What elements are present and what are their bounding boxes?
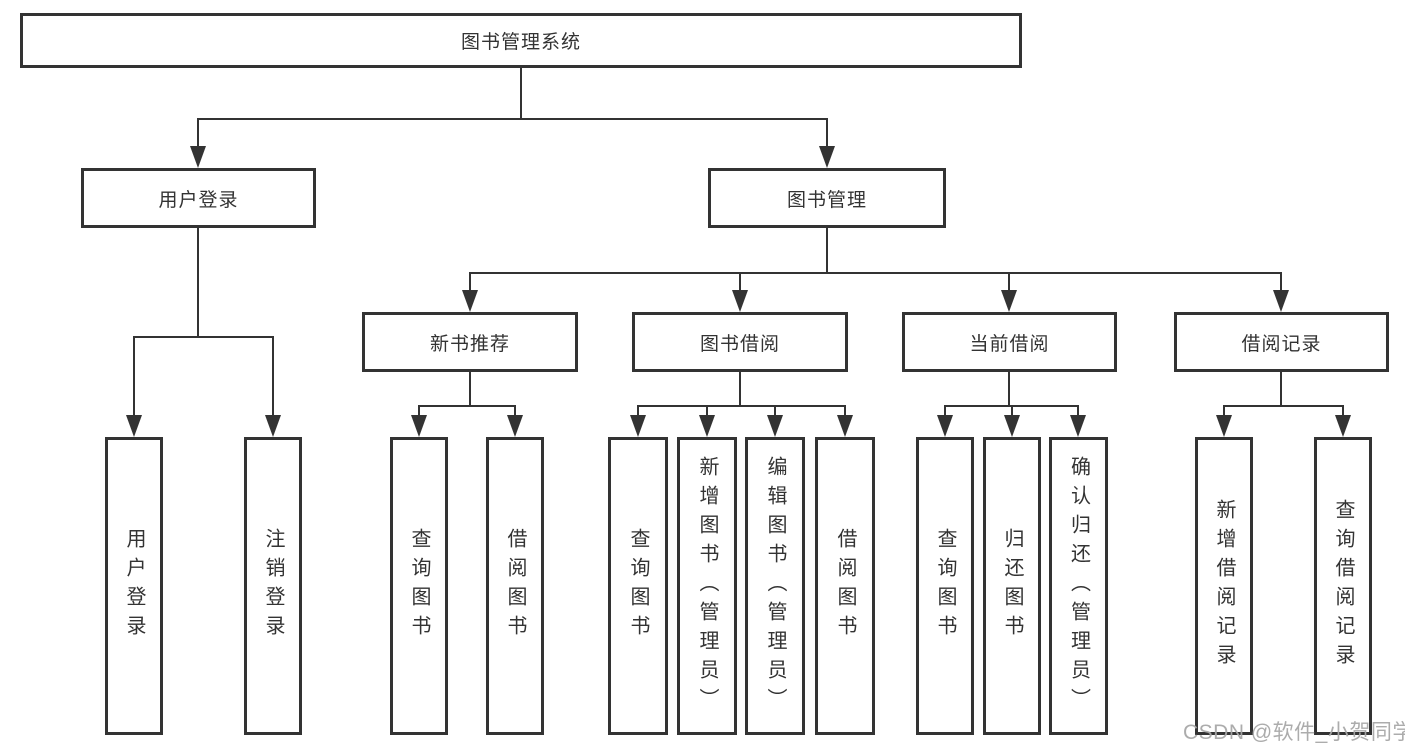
connector-line <box>197 228 199 338</box>
arrowhead-down <box>507 415 523 437</box>
connector-line <box>1008 272 1010 292</box>
connector-line <box>844 405 846 417</box>
connector-line <box>944 405 946 417</box>
connector-line <box>469 272 471 292</box>
arrowhead-down <box>1004 415 1020 437</box>
node-borrowing-records-label: 借阅记录 <box>1241 333 1322 355</box>
arrowhead-down <box>767 415 783 437</box>
leaf-query-books-recommend-label: 查询图书 <box>408 528 430 644</box>
node-book-management: 图书管理 <box>708 168 946 228</box>
arrowhead-down <box>819 146 835 168</box>
leaf-add-books-admin: 新增图书（管理员） <box>677 437 737 735</box>
connector-line <box>826 228 828 274</box>
arrowhead-down <box>699 415 715 437</box>
node-new-book-recommend-label: 新书推荐 <box>429 333 510 355</box>
leaf-borrow-books-recommend-label: 借阅图书 <box>504 528 526 644</box>
leaf-query-books-borrowing-label: 查询图书 <box>627 528 649 644</box>
arrowhead-down <box>937 415 953 437</box>
connector-line <box>637 405 846 407</box>
connector-line <box>514 405 516 417</box>
connector-line <box>637 405 639 417</box>
node-root-label: 图书管理系统 <box>460 32 581 53</box>
leaf-query-books-current: 查询图书 <box>916 437 974 735</box>
leaf-logout-login: 注销登录 <box>244 437 302 735</box>
leaf-return-books: 归还图书 <box>983 437 1041 735</box>
connector-line <box>1223 405 1225 417</box>
leaf-edit-books-admin: 编辑图书（管理员） <box>745 437 805 735</box>
connector-line <box>197 118 199 148</box>
connector-line <box>133 336 274 338</box>
connector-line <box>272 336 274 416</box>
connector-line <box>1077 405 1079 417</box>
node-borrowing-records: 借阅记录 <box>1174 312 1389 372</box>
connector-line <box>133 336 135 416</box>
connector-line <box>739 372 741 407</box>
arrowhead-down <box>411 415 427 437</box>
arrowhead-down <box>1070 415 1086 437</box>
leaf-query-borrow-record: 查询借阅记录 <box>1314 437 1372 735</box>
leaf-borrow-books-borrowing-label: 借阅图书 <box>834 528 856 644</box>
csdn-watermark: CSDN @软件_小贺同学 <box>1183 721 1405 744</box>
connector-line <box>826 118 828 148</box>
node-book-borrowing-label: 图书借阅 <box>699 333 780 355</box>
connector-line <box>1280 272 1282 292</box>
node-book-borrowing: 图书借阅 <box>632 312 848 372</box>
node-new-book-recommend: 新书推荐 <box>362 312 578 372</box>
leaf-query-books-borrowing: 查询图书 <box>608 437 668 735</box>
leaf-return-books-label: 归还图书 <box>1001 528 1023 644</box>
leaf-user-login-label: 用户登录 <box>123 528 145 644</box>
leaf-add-borrow-record: 新增借阅记录 <box>1195 437 1253 735</box>
arrowhead-down <box>126 415 142 437</box>
leaf-query-books-recommend: 查询图书 <box>390 437 448 735</box>
connector-line <box>706 405 708 417</box>
arrowhead-down <box>630 415 646 437</box>
leaf-query-books-current-label: 查询图书 <box>934 528 956 644</box>
arrowhead-down <box>265 415 281 437</box>
node-current-borrowing: 当前借阅 <box>902 312 1117 372</box>
connector-line <box>469 272 1282 274</box>
arrowhead-down <box>1335 415 1351 437</box>
leaf-add-borrow-record-label: 新增借阅记录 <box>1213 499 1235 673</box>
connector-line <box>197 118 828 120</box>
leaf-borrow-books-borrowing: 借阅图书 <box>815 437 875 735</box>
leaf-confirm-return-admin-label: 确认归还（管理员） <box>1067 455 1090 717</box>
arrowhead-down <box>1001 290 1017 312</box>
connector-line <box>1342 405 1344 417</box>
connector-line <box>774 405 776 417</box>
connector-line <box>1011 405 1013 417</box>
connector-line <box>1280 372 1282 407</box>
leaf-edit-books-admin-label: 编辑图书（管理员） <box>764 455 786 717</box>
leaf-query-borrow-record-label: 查询借阅记录 <box>1332 499 1354 673</box>
connector-line <box>1008 372 1010 407</box>
node-user-login-label: 用户登录 <box>158 189 239 211</box>
node-book-management-label: 图书管理 <box>786 189 867 211</box>
leaf-confirm-return-admin: 确认归还（管理员） <box>1049 437 1108 735</box>
connector-line <box>469 372 471 407</box>
connector-line <box>739 272 741 292</box>
leaf-borrow-books-recommend: 借阅图书 <box>486 437 544 735</box>
arrowhead-down <box>1216 415 1232 437</box>
arrowhead-down <box>837 415 853 437</box>
leaf-add-books-admin-label: 新增图书（管理员） <box>696 455 718 717</box>
connector-line <box>418 405 420 417</box>
leaf-logout-login-label: 注销登录 <box>262 528 284 644</box>
arrowhead-down <box>732 290 748 312</box>
arrowhead-down <box>1273 290 1289 312</box>
connector-line <box>1223 405 1344 407</box>
connector-line <box>418 405 516 407</box>
connector-line <box>520 68 522 120</box>
leaf-user-login: 用户登录 <box>105 437 163 735</box>
arrowhead-down <box>190 146 206 168</box>
node-root: 图书管理系统 <box>20 13 1022 68</box>
node-current-borrowing-label: 当前借阅 <box>969 333 1050 355</box>
arrowhead-down <box>462 290 478 312</box>
node-user-login: 用户登录 <box>81 168 316 228</box>
